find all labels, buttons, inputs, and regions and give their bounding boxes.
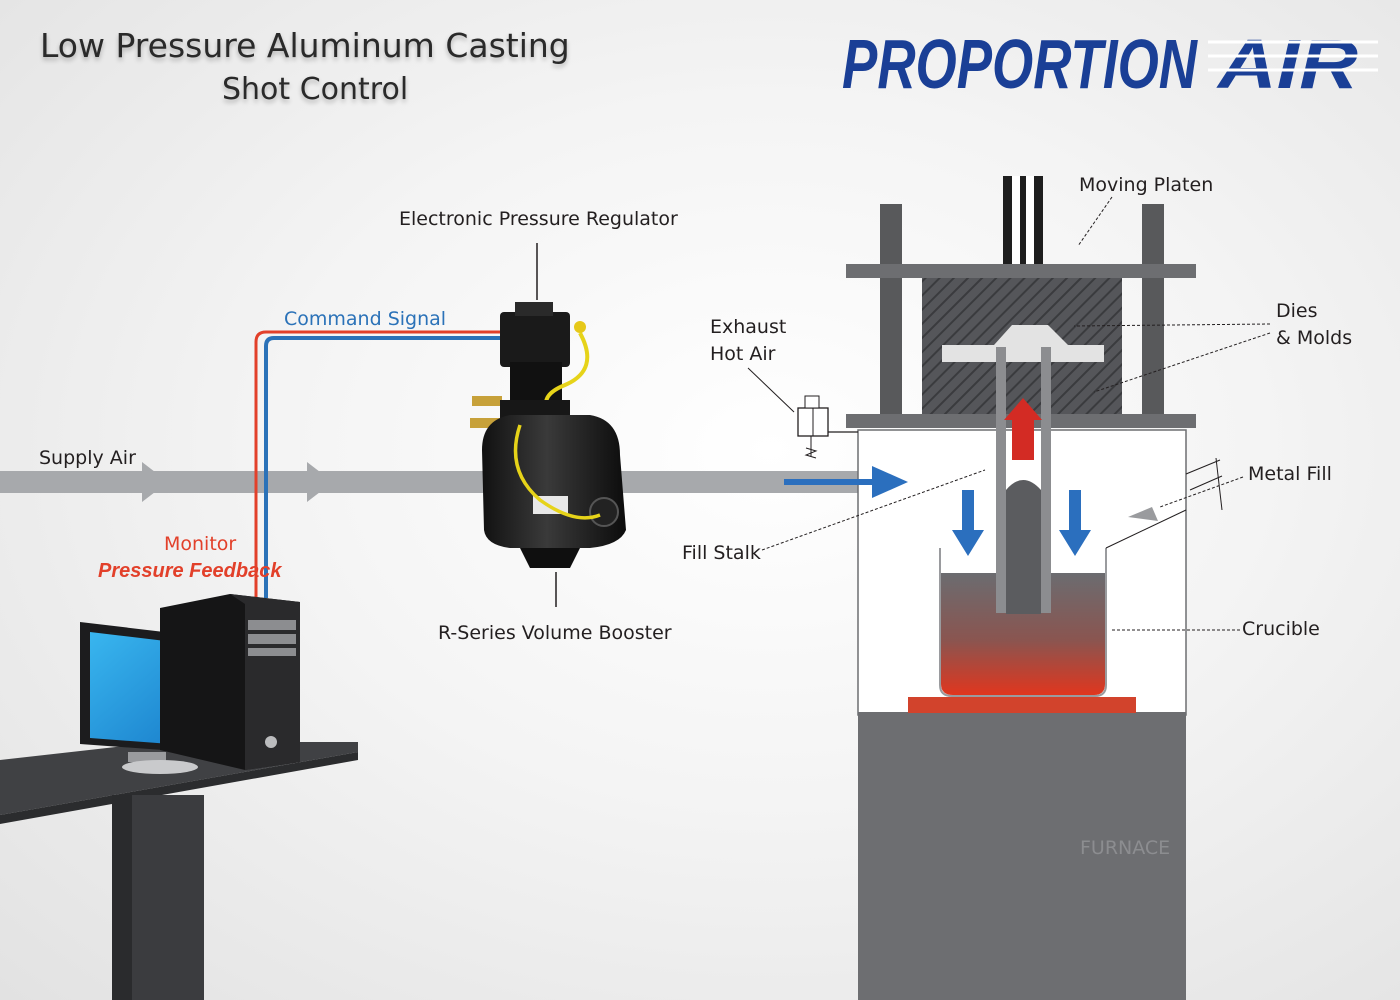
computer-tower (160, 594, 300, 770)
pressure-feedback-label: Pressure Feedback (98, 560, 282, 582)
exhaust-label: Exhaust (710, 316, 787, 338)
dies-label: Dies (1276, 300, 1318, 322)
page-title: Low Pressure Aluminum Casting (40, 26, 570, 65)
logo-stripes (1208, 40, 1378, 72)
proportion-air-logo: PROPORTION AIR (842, 25, 1378, 102)
supply-air-label: Supply Air (39, 447, 136, 469)
moving-platen-label: Moving Platen (1079, 174, 1214, 196)
page-subtitle: Shot Control (222, 72, 409, 107)
casting-machine (784, 176, 1223, 1000)
exhaust-leader (747, 367, 795, 413)
r-series-volume-booster-label: R-Series Volume Booster (438, 622, 672, 644)
supply-air-pipe (0, 462, 860, 502)
desk (0, 742, 358, 1000)
logo-word-air: AIR (1216, 25, 1359, 102)
command-signal-label: Command Signal (284, 308, 447, 330)
feedback-line (254, 330, 505, 598)
leader-lines (761, 196, 1271, 631)
fill-stalk-label: Fill Stalk (682, 542, 761, 564)
logo-word-proportion: PROPORTION (842, 25, 1198, 102)
command-line (264, 336, 505, 598)
monitor-label: Monitor (164, 533, 237, 555)
furnace-label: FURNACE (1080, 837, 1171, 859)
electronic-pressure-regulator-label: Electronic Pressure Regulator (399, 208, 678, 230)
crucible-label: Crucible (1242, 618, 1320, 640)
molds-label: & Molds (1276, 327, 1353, 349)
metal-fill-label: Metal Fill (1248, 463, 1332, 485)
hot-air-label: Hot Air (710, 343, 776, 365)
pressure-regulator-assembly (470, 243, 626, 607)
